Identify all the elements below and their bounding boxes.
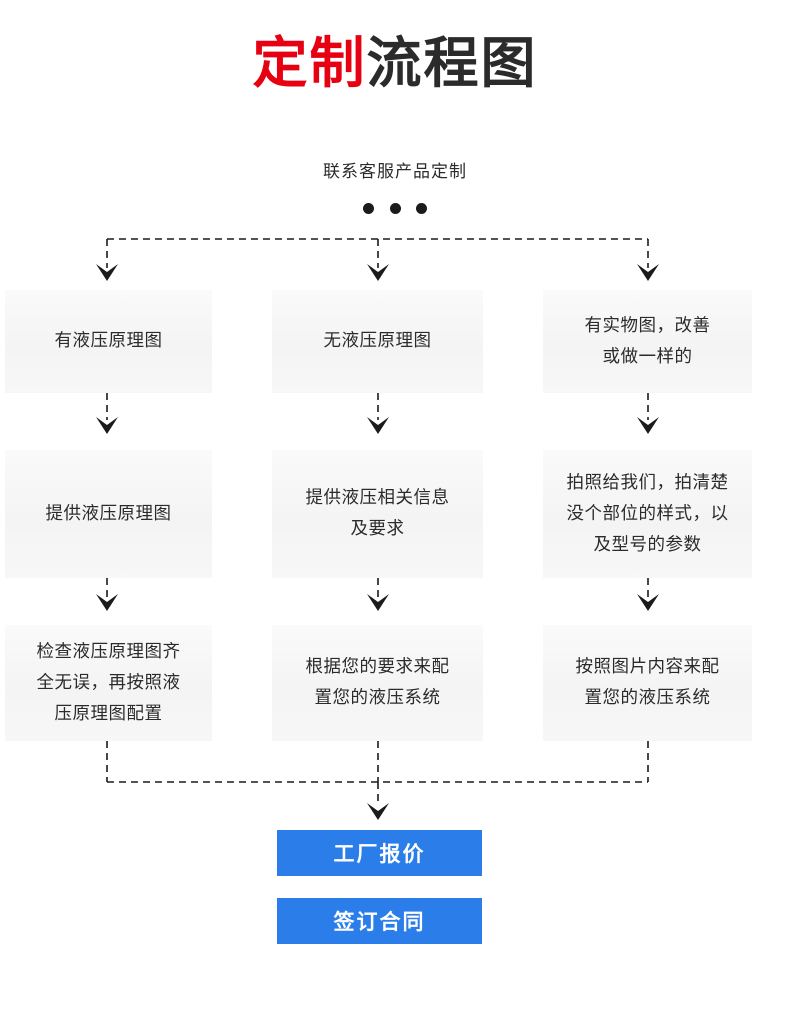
contract-button-label: 签订合同	[333, 910, 426, 934]
flow-step-box: 有液压原理图	[5, 290, 212, 393]
flow-step-label: 拍照给我们，拍清楚 没个部位的样式，以 及型号的参数	[566, 472, 729, 555]
arrow-down-icon	[637, 417, 659, 434]
dot-icon	[363, 203, 375, 214]
flow-step-label: 按照图片内容来配 置您的液压系统	[575, 657, 720, 708]
flow-step-label: 有液压原理图	[54, 331, 163, 351]
arrow-down-icon	[367, 264, 389, 281]
arrow-down-icon	[367, 803, 389, 820]
flow-step-box: 无液压原理图	[272, 290, 483, 393]
page-title: 定制流程图	[0, 28, 790, 98]
dot-icon	[415, 203, 427, 214]
flow-step-label: 无液压原理图	[323, 331, 432, 351]
arrow-down-icon	[96, 264, 118, 281]
page-title-rest: 流程图	[366, 31, 538, 95]
contract-button[interactable]: 签订合同	[277, 898, 482, 944]
flow-step-box: 提供液压相关信息 及要求	[272, 450, 483, 578]
flow-step-box: 拍照给我们，拍清楚 没个部位的样式，以 及型号的参数	[543, 450, 752, 578]
quote-button-label: 工厂报价	[333, 842, 426, 866]
quote-button[interactable]: 工厂报价	[277, 830, 482, 876]
dot-icon	[389, 203, 401, 214]
flow-step-box: 根据您的要求来配 置您的液压系统	[272, 625, 483, 741]
flow-step-box: 有实物图，改善 或做一样的	[543, 290, 752, 393]
flow-step-box: 检查液压原理图齐 全无误，再按照液 压原理图配置	[5, 625, 212, 741]
arrow-down-icon	[637, 594, 659, 611]
flow-step-label: 检查液压原理图齐 全无误，再按照液 压原理图配置	[36, 641, 181, 724]
arrow-down-icon	[96, 594, 118, 611]
arrow-down-icon	[367, 417, 389, 434]
flow-step-box: 提供液压原理图	[5, 450, 212, 578]
arrow-down-icon	[367, 594, 389, 611]
flow-step-label: 提供液压相关信息 及要求	[305, 488, 450, 539]
dots-indicator	[0, 198, 790, 218]
flow-step-box: 按照图片内容来配 置您的液压系统	[543, 625, 752, 741]
arrow-down-icon	[96, 417, 118, 434]
arrow-down-icon	[637, 264, 659, 281]
page-title-highlight: 定制	[252, 31, 367, 95]
intro-label: 联系客服产品定制	[323, 162, 467, 182]
flow-step-label: 根据您的要求来配 置您的液压系统	[305, 657, 450, 708]
flow-step-label: 有实物图，改善 或做一样的	[584, 315, 711, 367]
flow-step-label: 提供液压原理图	[45, 503, 172, 524]
